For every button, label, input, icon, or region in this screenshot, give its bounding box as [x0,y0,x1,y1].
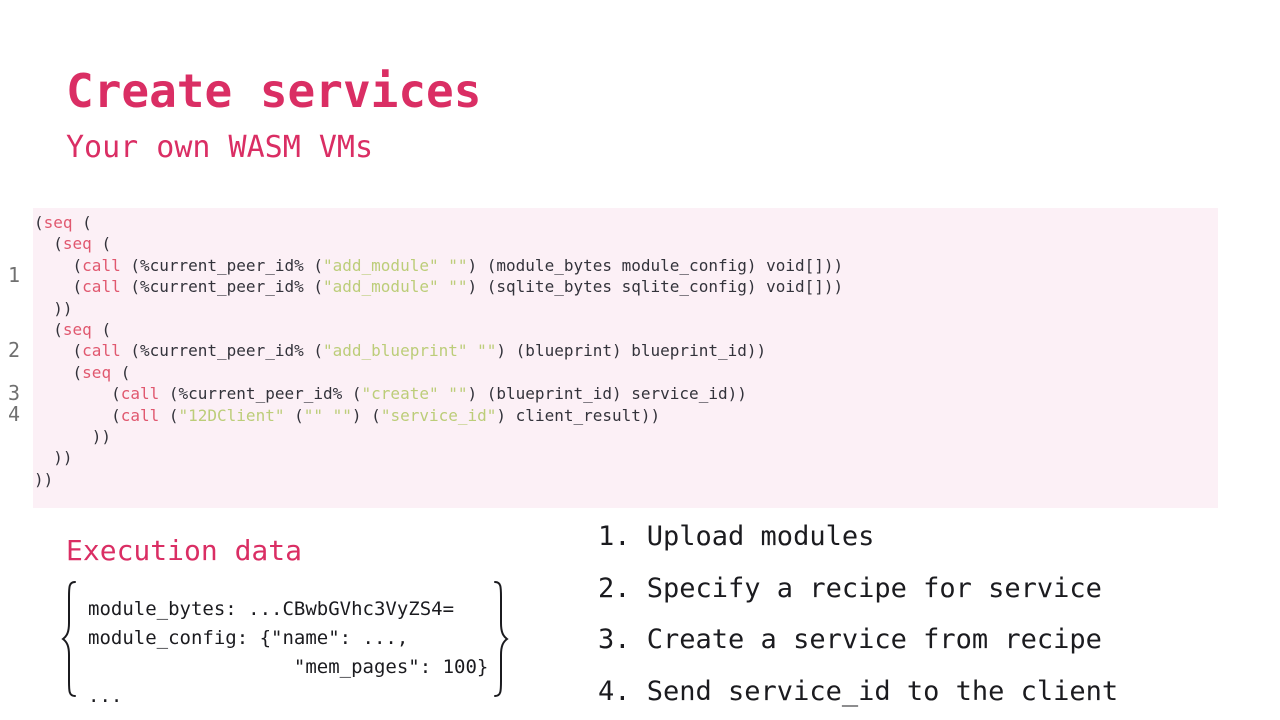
step-item: 4. Send service_id to the client [598,676,1119,708]
code-line: (call ("12DClient" ("" "") ("service_id"… [34,405,661,425]
execution-data-heading: Execution data [66,534,303,567]
code-line: (call (%current_peer_id% ("add_module" "… [34,277,844,297]
code-line: (seq ( [34,213,92,232]
code-line: )) [34,469,54,489]
code-block: (seq ( (seq ( (call (%current_peer_id% (… [33,208,1218,508]
step-item: 2. Specify a recipe for service [598,572,1102,604]
code-line-number-1: 1 [8,263,21,287]
code-line-number-3: 3 [8,381,21,405]
code-line: )) [34,298,73,318]
code-listing: (seq ( (seq ( (call (%current_peer_id% (… [33,208,1218,490]
execution-data-content: module_bytes: ...CBwbGVhc3VyZS4= module_… [88,598,489,707]
step-item: 3. Create a service from recipe [598,624,1102,656]
code-line-number-4: 4 [8,402,21,426]
steps-list: 1. Upload modules 2. Specify a recipe for… [598,511,1258,718]
slide-subtitle: Your own WASM VMs [66,130,374,165]
slide-title: Create services [66,64,482,118]
code-line: (seq ( [34,362,131,382]
right-brace-icon [494,581,509,697]
code-line: (call (%current_peer_id% ("add_blueprint… [34,341,767,361]
left-brace-icon [61,581,76,697]
code-line: (seq ( [34,234,112,254]
code-line: )) [34,427,112,447]
code-line-number-2: 2 [8,338,21,362]
code-line: )) [34,448,73,468]
code-line: (call (%current_peer_id% ("create" "") (… [34,384,747,404]
code-line: (seq ( [34,320,112,340]
step-item: 1. Upload modules [598,521,875,552]
code-line: (call (%current_peer_id% ("add_module" "… [34,255,844,275]
